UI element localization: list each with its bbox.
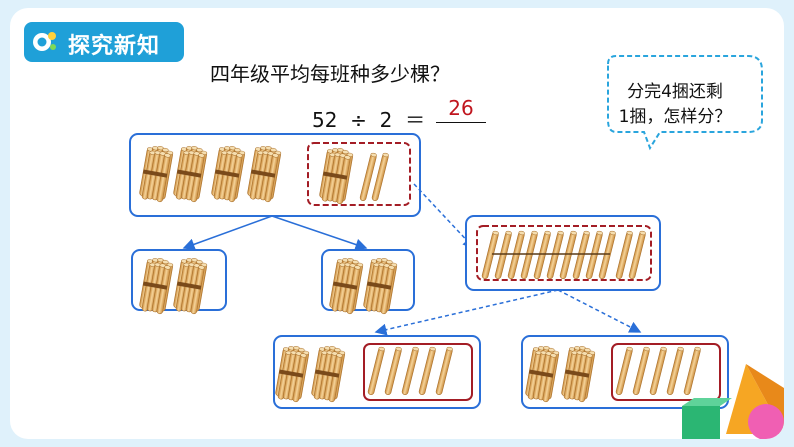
section-title: 探究新知 [68, 34, 161, 59]
question-text: 四年级平均每班种多少棵？ [210, 62, 450, 86]
top-dashed-box [307, 142, 411, 206]
logo-icon [33, 32, 56, 51]
illustration [129, 55, 784, 439]
speech-bubble [607, 55, 763, 151]
speech-bubble-text: 分完4捆还剩 1捆，怎样分？ [600, 80, 750, 130]
section-badge: 探究新知 [24, 22, 184, 62]
unbundled-sticks [481, 230, 646, 279]
bubble-line-2: 1捆，怎样分？ [618, 107, 732, 127]
equation-text: 52 ÷ 2 ＝ [312, 108, 426, 132]
unbundled-dashed-box [476, 225, 652, 281]
slide: 探究新知 四年级平均每班种多少棵？ 52 ÷ 2 ＝ 26 分完4捆还剩 1捆，… [10, 8, 784, 439]
bubble-line-1: 分完4捆还剩 [627, 82, 723, 102]
equation-answer: 26 [436, 96, 486, 123]
shapes-decoration [682, 364, 784, 439]
